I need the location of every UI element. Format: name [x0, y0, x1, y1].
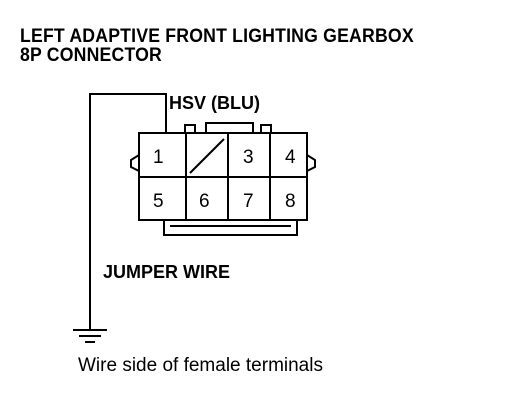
pin-3: 3 [243, 147, 254, 168]
pin-1: 1 [153, 147, 164, 168]
diagram-title: LEFT ADAPTIVE FRONT LIGHTING GEARBOX 8P … [20, 27, 414, 65]
pin-6: 6 [199, 191, 210, 212]
title-line-2: 8P CONNECTOR [20, 45, 162, 66]
hsv-label: HSV (BLU) [169, 93, 260, 113]
jumper-wire [89, 93, 167, 330]
pin-8: 8 [285, 191, 296, 212]
empty-cavity-slash [189, 138, 225, 174]
caption: Wire side of female terminals [78, 355, 323, 376]
pin-4: 4 [285, 147, 296, 168]
pin-7: 7 [243, 191, 254, 212]
pin-5: 5 [153, 191, 164, 212]
connector-body [130, 122, 316, 236]
jumper-wire-label: JUMPER WIRE [103, 262, 231, 282]
ground-icon [73, 329, 107, 343]
title-line-1: LEFT ADAPTIVE FRONT LIGHTING GEARBOX [20, 26, 414, 47]
